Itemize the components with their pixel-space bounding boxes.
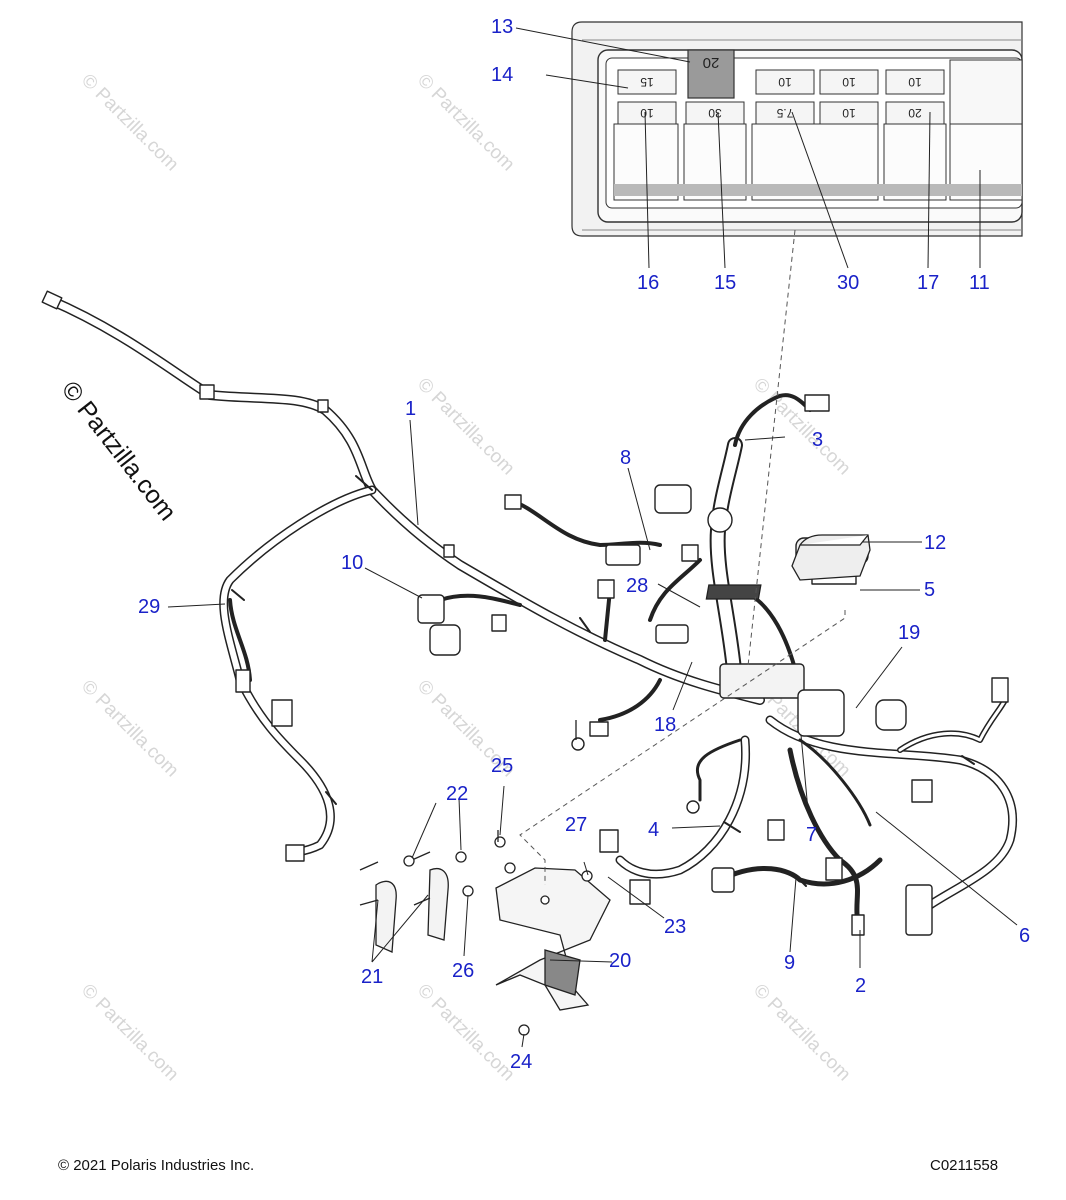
callout-9: 9 xyxy=(784,952,796,974)
reference-lines xyxy=(519,229,846,885)
callout-10: 10 xyxy=(341,552,364,574)
fuse-rating: 30 xyxy=(708,106,722,120)
harness-upper-wires xyxy=(228,393,872,827)
fuse-rating: 15 xyxy=(640,75,654,89)
callout-27: 27 xyxy=(565,814,588,836)
fuse-ratings: 15 20 10 10 10 10 30 7.5 10 20 xyxy=(640,54,922,120)
loose-parts xyxy=(359,534,871,1036)
callout-17: 17 xyxy=(917,272,940,294)
callout-21: 21 xyxy=(361,966,384,988)
callout-5: 5 xyxy=(924,579,936,601)
callout-20: 20 xyxy=(609,950,632,972)
fuse-rating: 7.5 xyxy=(776,106,793,120)
callout-4: 4 xyxy=(648,819,660,841)
fuse-rating: 20 xyxy=(703,54,720,71)
callout-16: 16 xyxy=(637,272,660,294)
callout-29: 29 xyxy=(138,596,161,618)
callout-7: 7 xyxy=(806,824,818,846)
connectors xyxy=(41,290,1009,936)
callout-28: 28 xyxy=(626,575,649,597)
callout-11: 11 xyxy=(969,272,990,294)
diagram-code: C0211558 xyxy=(930,1157,999,1174)
fuse-rating: 10 xyxy=(778,75,792,89)
callout-30: 30 xyxy=(837,272,860,294)
wiring-harness xyxy=(41,290,1018,936)
callout-23: 23 xyxy=(664,916,687,938)
callout-25: 25 xyxy=(491,755,514,777)
callout-22: 22 xyxy=(446,783,469,805)
fuse-rating: 10 xyxy=(842,75,856,89)
harness-left-branch xyxy=(219,485,377,860)
fuse-rating: 20 xyxy=(908,106,922,120)
fuse-box-detail xyxy=(571,21,1023,237)
callout-15: 15 xyxy=(714,272,737,294)
fuse-rating: 10 xyxy=(842,106,856,120)
harness-trunk xyxy=(45,295,765,705)
callout-12: 12 xyxy=(924,532,947,554)
callout-13: 13 xyxy=(491,16,514,38)
callout-26: 26 xyxy=(452,960,475,982)
fuse-rating: 10 xyxy=(640,106,654,120)
module-12 xyxy=(791,534,871,581)
callout-14: 14 xyxy=(491,64,514,86)
callout-2: 2 xyxy=(855,975,867,997)
fuse-rating: 10 xyxy=(908,75,922,89)
callout-3: 3 xyxy=(812,429,824,451)
harness-right-branch xyxy=(765,697,1018,910)
callout-19: 19 xyxy=(898,622,921,644)
clip-21b xyxy=(411,851,449,941)
zip-ties xyxy=(231,475,975,887)
leader-lines xyxy=(167,27,1018,1048)
clip-21a xyxy=(359,861,397,953)
fasteners xyxy=(403,720,593,1036)
callout-6: 6 xyxy=(1019,925,1031,947)
callout-24: 24 xyxy=(510,1051,533,1073)
copyright-notice: © 2021 Polaris Industries Inc. xyxy=(58,1157,255,1174)
callout-8: 8 xyxy=(620,447,632,469)
harness-vertical-trunk xyxy=(709,437,743,688)
callout-1: 1 xyxy=(405,398,417,420)
callout-18: 18 xyxy=(654,714,677,736)
bracket-20 xyxy=(495,867,611,1011)
label-5 xyxy=(705,584,762,600)
